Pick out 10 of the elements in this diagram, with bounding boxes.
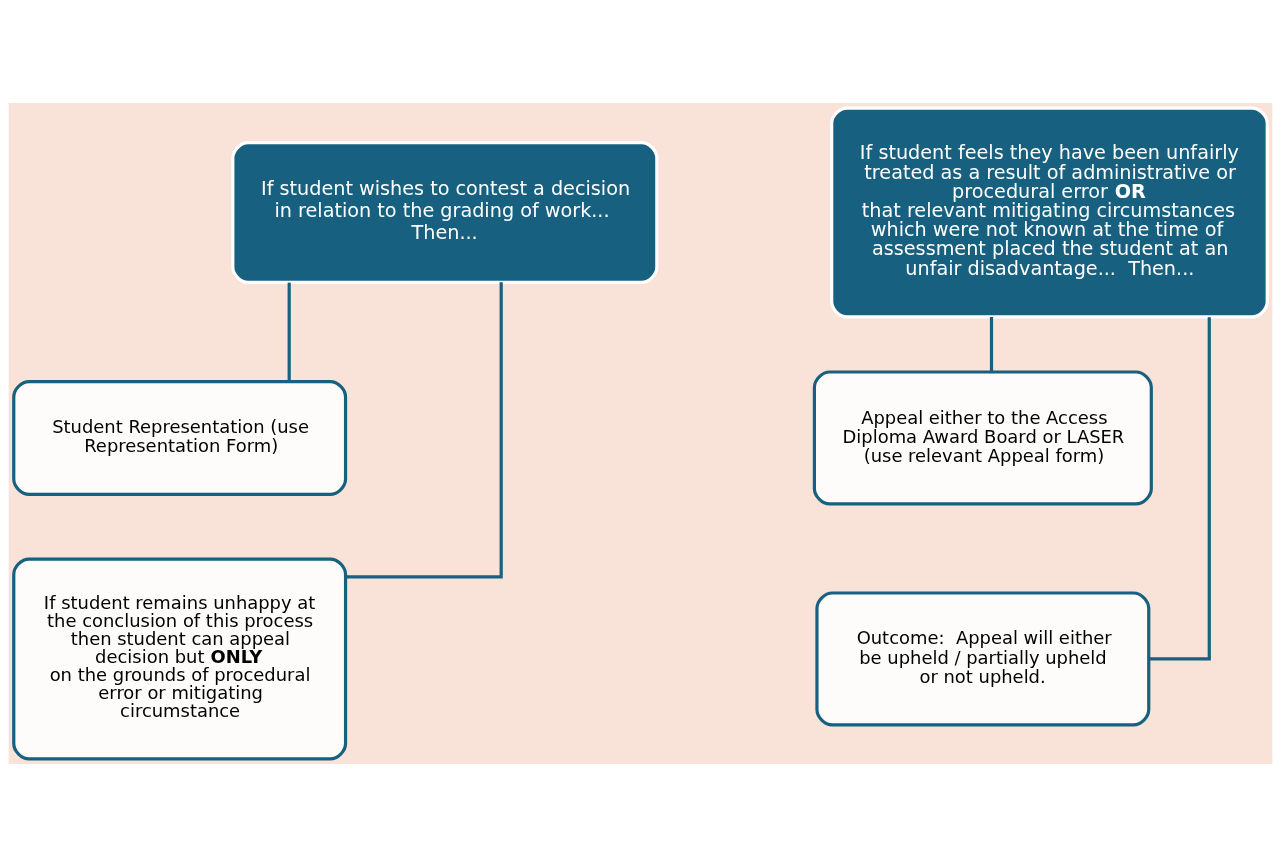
connector	[1149, 316, 1211, 661]
node-box: If student remains unhappy at the conclusion of this process then student can appeal decision but ONLY on the grounds of procedural error or mitigating circumstance	[12, 556, 348, 760]
node-box: If student wishes to contest a decision in relation to the grading of work... Then...	[231, 140, 659, 284]
node-box: Outcome: Appeal will either be upheld / partially upheld or not upheld.	[815, 590, 1151, 727]
connector	[989, 316, 994, 372]
node-box: Appeal either to the Access Diploma Award Board or LASER (use relevant Appeal form)	[812, 369, 1153, 506]
node-box: Student Representation (use Representation Form)	[12, 379, 348, 496]
node-box: If student feels they have been unfairly treated as a result of administrative or procedural error OR that relevant mitigating circumstances which were not known at the time of assessment placed the student at an unfair disadvantage... Then...	[830, 106, 1269, 319]
connector	[287, 282, 291, 381]
connector	[345, 281, 503, 579]
